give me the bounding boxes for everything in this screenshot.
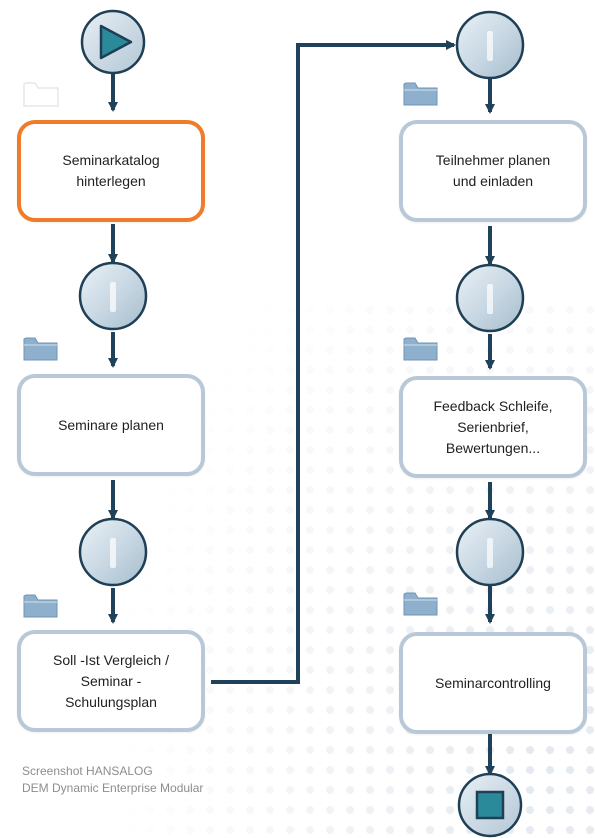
arrow-step3-to-event3 <box>211 40 456 684</box>
folder-icon <box>403 337 438 361</box>
caption-line-1: Screenshot HANSALOG <box>22 764 153 778</box>
event-circle-icon <box>487 31 493 61</box>
caption-line-2: DEM Dynamic Enterprise Modular <box>22 781 204 795</box>
stop-icon <box>475 790 505 820</box>
event-circle-2 <box>78 517 148 587</box>
event-circle-5 <box>455 517 525 587</box>
folder-icon <box>23 82 59 107</box>
folder-icon <box>403 592 438 616</box>
caption: Screenshot HANSALOG DEM Dynamic Enterpri… <box>22 763 203 797</box>
process-step-5[interactable]: Feedback Schleife, Serienbrief, Bewertun… <box>399 376 587 478</box>
process-step-3[interactable]: Soll -Ist Vergleich / Seminar - Schulung… <box>17 630 205 732</box>
process-step-4[interactable]: Teilnehmer planen und einladen <box>399 120 587 222</box>
folder-icon <box>23 337 58 361</box>
event-circle-icon <box>487 538 493 568</box>
process-step-2[interactable]: Seminare planen <box>17 374 205 476</box>
event-circle-icon <box>487 284 493 314</box>
folder-icon <box>23 594 58 618</box>
folder-icon <box>403 82 438 106</box>
process-step-1[interactable]: Seminarkatalog hinterlegen <box>17 120 205 222</box>
event-circle-3 <box>455 10 525 80</box>
event-circle-icon <box>110 538 116 568</box>
process-step-6[interactable]: Seminarcontrolling <box>399 632 587 734</box>
event-circle-1 <box>78 261 148 331</box>
start-event <box>80 9 146 75</box>
end-event <box>457 772 523 838</box>
play-icon <box>99 24 133 60</box>
event-circle-icon <box>110 282 116 312</box>
event-circle-4 <box>455 263 525 333</box>
connectors <box>108 40 495 776</box>
